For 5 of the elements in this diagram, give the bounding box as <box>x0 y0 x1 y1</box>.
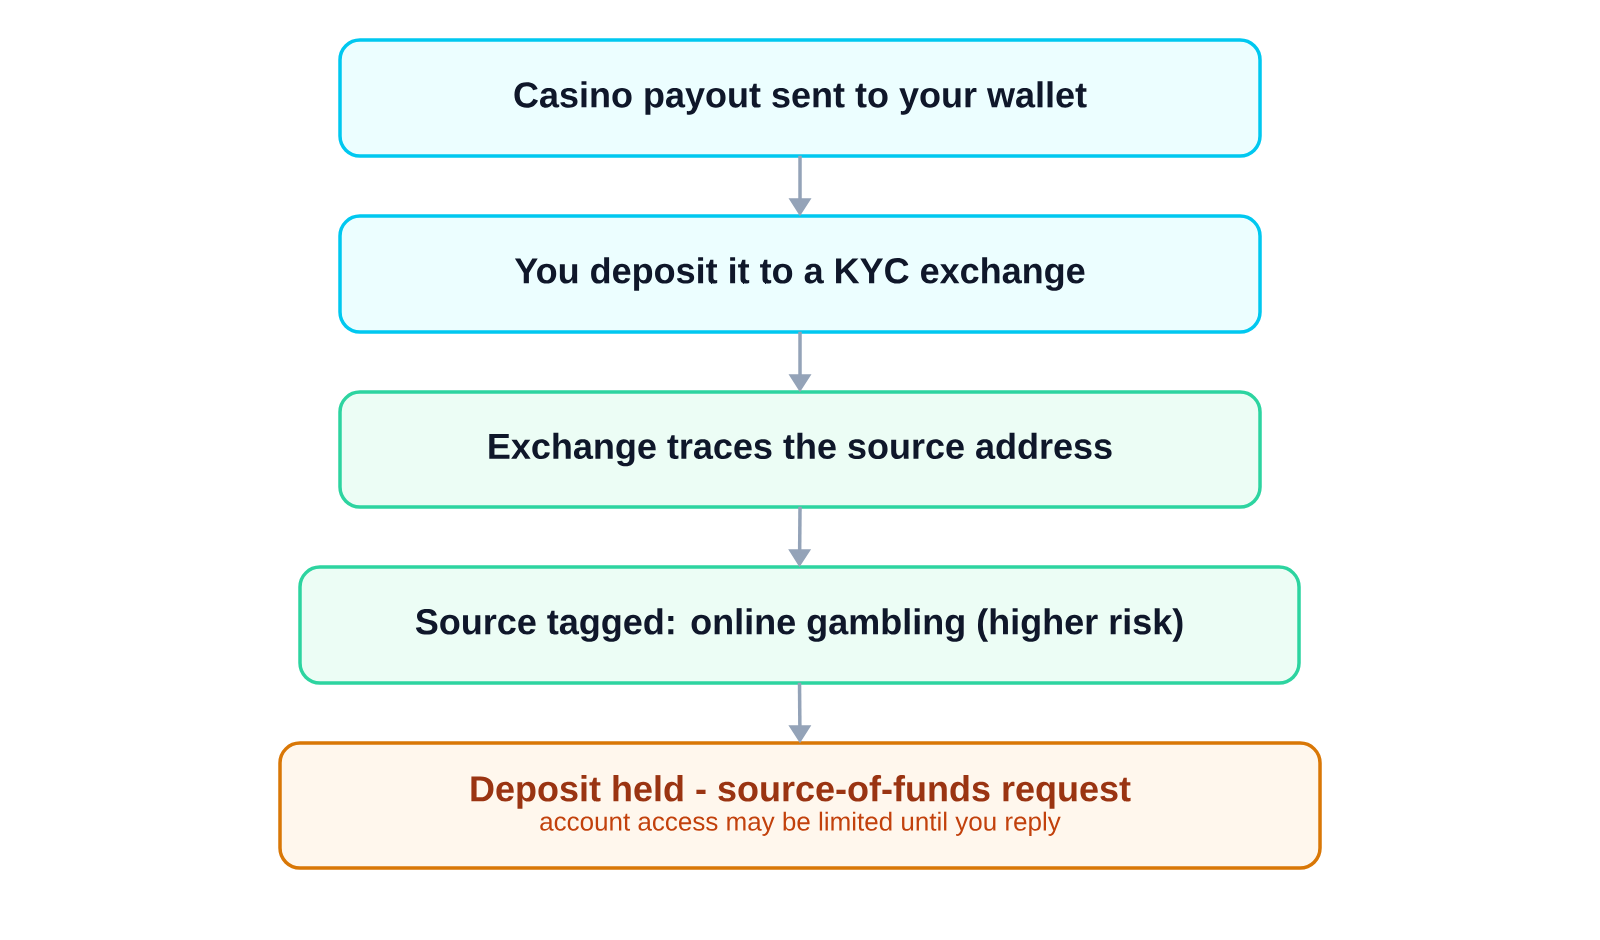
result-box: Deposit held - source-of-funds request account access may be limited until you reply <box>278 741 1322 870</box>
process-box: Source tagged: online gambling (higher risk) <box>298 565 1301 685</box>
process-box: Casino payout sent to your wallet <box>338 38 1262 158</box>
process-box: Exchange traces the source address <box>338 390 1262 509</box>
process-box: You deposit it to a KYC exchange <box>338 214 1262 334</box>
